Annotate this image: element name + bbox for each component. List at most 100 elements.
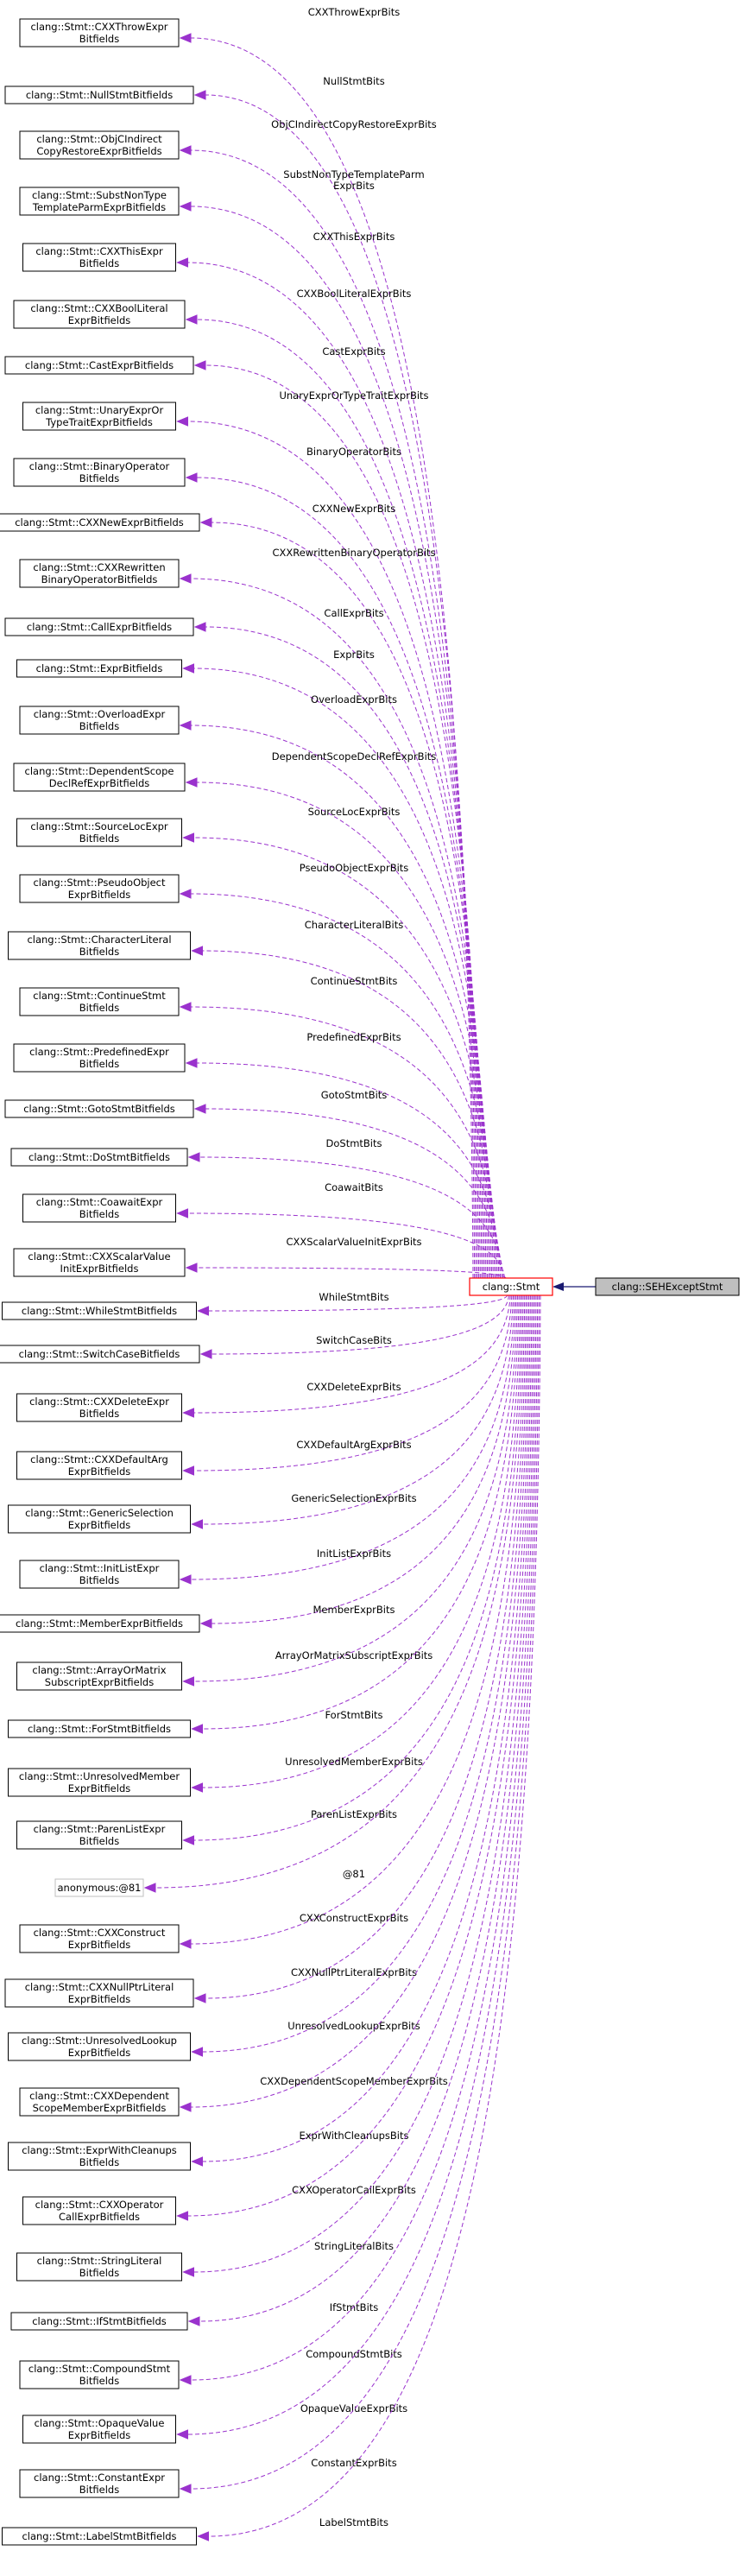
member-node-clang-stmt-cxxscalarvalue-initexprbitfields[interactable]: clang::Stmt::CXXScalarValueInitExprBitfi… [13,1248,186,1277]
member-node-clang-stmt-cxxrewritten-binaryoperatorbitfields[interactable]: clang::Stmt::CXXRewrittenBinaryOperatorB… [19,559,180,588]
member-node-clang-stmt-whilestmtbitfields[interactable]: clang::Stmt::WhileStmtBitfields [2,1301,197,1320]
member-node-clang-stmt-castexprbitfields[interactable]: clang::Stmt::CastExprBitfields [4,356,194,375]
member-node-label: clang::Stmt::NullStmtBitfields [26,89,173,101]
member-node-label: clang::Stmt::CXXThrowExpr [30,21,167,33]
member-node-label: ExprBitfields [68,314,131,326]
member-node-clang-stmt-unresolvedlookup-exprbitfields[interactable]: clang::Stmt::UnresolvedLookupExprBitfiel… [8,2032,191,2061]
edge-label: @81 [343,1868,365,1880]
member-node-label: Bitfields [79,1408,119,1420]
member-node-clang-stmt-gotostmtbitfields[interactable]: clang::Stmt::GotoStmtBitfields [4,1099,194,1118]
member-node-clang-stmt-cxxnullptrliteral-exprbitfields[interactable]: clang::Stmt::CXXNullPtrLiteralExprBitfie… [4,1978,194,2008]
member-node-label: ExprBitfields [68,1782,131,1794]
edge-label: CXXDeleteExprBits [306,1381,401,1393]
member-node-label: clang::Stmt::CXXDependent [29,2090,169,2102]
member-node-clang-stmt-dostmtbitfields[interactable]: clang::Stmt::DoStmtBitfields [10,1148,188,1167]
usage-edge-whilestmtbits: WhileStmtBits [197,1291,508,1316]
member-node-label: clang::Stmt::ExprWithCleanups [22,2144,177,2156]
member-node-label: TemplateParmExprBitfields [32,201,166,213]
member-node-clang-stmt-cxxdependent-scopememberexprbitfields[interactable]: clang::Stmt::CXXDependentScopeMemberExpr… [19,2087,180,2117]
edge-label: NullStmtBits [323,75,384,87]
member-node-label: Bitfields [79,720,119,732]
member-node-label: Bitfields [79,2156,119,2168]
member-node-label: clang::Stmt::UnresolvedMember [19,1770,180,1782]
member-node-label: clang::Stmt::DoStmtBitfields [28,1151,170,1163]
edge-label: CompoundStmtBits [306,2348,402,2360]
member-node-label: Bitfields [79,1574,119,1586]
member-node-label: Bitfields [79,946,119,958]
member-node-clang-stmt-callexprbitfields[interactable]: clang::Stmt::CallExprBitfields [4,617,194,636]
member-node-clang-stmt-unaryexpror-typetraitexprbitfields[interactable]: clang::Stmt::UnaryExprOrTypeTraitExprBit… [22,402,176,431]
member-node-label: ExprBitfields [68,889,131,901]
member-node-clang-stmt-ifstmtbitfields[interactable]: clang::Stmt::IfStmtBitfields [10,2312,188,2331]
member-node-clang-stmt-memberexprbitfields[interactable]: clang::Stmt::MemberExprBitfields [0,1614,200,1633]
usage-edge-objcindirectcopyrestoreexprbits: ObjCIndirectCopyRestoreExprBits [179,118,477,1279]
member-node-label: clang::Stmt::CXXConstruct [34,1927,166,1939]
member-node-clang-stmt-unresolvedmember-exprbitfields[interactable]: clang::Stmt::UnresolvedMemberExprBitfiel… [8,1768,191,1797]
member-node-label: clang::Stmt::StringLiteral [37,2255,162,2267]
member-node-clang-stmt-substnontype-templateparmexprbitfields[interactable]: clang::Stmt::SubstNonTypeTemplateParmExp… [19,187,180,216]
usage-edge-initlistexprbits: InitListExprBits [179,1294,515,1585]
member-node-label: clang::Stmt::SourceLocExpr [30,820,168,832]
member-node-label: clang::Stmt::LabelStmtBitfields [22,2530,176,2542]
member-node-label: anonymous:@81 [58,1882,142,1894]
member-node-clang-stmt-nullstmtbitfields[interactable]: clang::Stmt::NullStmtBitfields [4,85,194,104]
member-node-label: ScopeMemberExprBitfields [33,2102,167,2114]
member-node-label: clang::Stmt::ForStmtBitfields [28,1723,171,1735]
member-node-clang-stmt-cxxnewexprbitfields[interactable]: clang::Stmt::CXXNewExprBitfields [0,513,200,532]
edge-label: SubstNonTypeTemplateParm [283,168,424,180]
edge-label: MemberExprBits [313,1604,395,1616]
member-node-clang-stmt-cxxoperator-callexprbitfields[interactable]: clang::Stmt::CXXOperatorCallExprBitfield… [22,2196,176,2225]
member-node-label: Bitfields [79,1835,119,1847]
member-node-label: clang::Stmt::CXXDeleteExpr [29,1396,169,1408]
member-node-label: clang::Stmt::CastExprBitfields [25,359,174,371]
member-node-clang-stmt-switchcasebitfields[interactable]: clang::Stmt::SwitchCaseBitfields [0,1345,200,1364]
member-node-label: clang::Stmt::GenericSelection [25,1507,174,1519]
member-node-clang-stmt-genericselection-exprbitfields[interactable]: clang::Stmt::GenericSelectionExprBitfiel… [8,1504,191,1534]
edge-label: ForStmtBits [325,1709,382,1721]
member-node-label: Bitfields [79,257,119,269]
member-node-clang-stmt-binaryoperator-bitfields[interactable]: clang::Stmt::BinaryOperatorBitfields [13,458,186,487]
member-node-label: clang::Stmt::MemberExprBitfields [16,1617,183,1630]
seh-except-stmt-node: clang::SEHExceptStmt [595,1277,740,1296]
member-node-clang-stmt-arrayormatrix-subscriptexprbitfields[interactable]: clang::Stmt::ArrayOrMatrixSubscriptExprB… [16,1661,182,1691]
member-node-label: clang::Stmt::WhileStmtBitfields [22,1305,177,1317]
edge-label: InitListExprBits [317,1547,391,1560]
member-node-label: clang::Stmt::PseudoObject [33,877,166,889]
member-node-clang-stmt-objcindirect-copyrestoreexprbitfields[interactable]: clang::Stmt::ObjCIndirectCopyRestoreExpr… [19,130,180,160]
member-node-clang-stmt-labelstmtbitfields[interactable]: clang::Stmt::LabelStmtBitfields [2,2527,197,2546]
member-node-label: clang::Stmt::CXXOperator [35,2199,164,2211]
member-node-label: clang::Stmt::CXXNullPtrLiteral [25,1981,174,1993]
edge-label: CharacterLiteralBits [305,919,404,931]
member-node-label: Bitfields [79,1002,119,1014]
member-node-clang-stmt-exprbitfields[interactable]: clang::Stmt::ExprBitfields [16,659,182,678]
member-node-label: clang::Stmt::CompoundStmt [28,2363,171,2375]
usage-edge-sourcelocexprbits: SourceLocExprBits [182,806,496,1279]
member-node-clang-stmt-dependentscope-declrefexprbitfields[interactable]: clang::Stmt::DependentScopeDeclRefExprBi… [13,763,186,792]
edge-label: CXXThisExprBits [313,231,395,243]
stmt-node[interactable]: clang::Stmt [469,1277,553,1296]
member-node-label: clang::Stmt::ArrayOrMatrix [32,1664,166,1676]
member-node-clang-stmt-forstmtbitfields[interactable]: clang::Stmt::ForStmtBitfields [8,1719,191,1738]
member-node-label: ExprBitfields [68,1939,131,1951]
